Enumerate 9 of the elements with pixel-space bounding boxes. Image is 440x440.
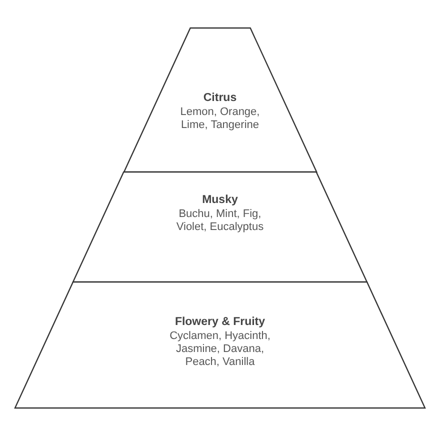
tier-heading: Citrus <box>203 92 237 105</box>
tier-description: Lemon, Orange, Lime, Tangerine <box>179 106 261 132</box>
tier-description: Cyclamen, Hyacinth, Jasmine, Davana, Peach, Vanilla <box>168 330 272 369</box>
pyramid-tier <box>73 172 367 282</box>
tier-heading: Musky <box>202 194 238 207</box>
pyramid-tier <box>15 282 425 408</box>
tier-heading: Flowery & Fruity <box>174 316 266 329</box>
pyramid-tier <box>124 28 316 172</box>
tier-description: Buchu, Mint, Fig, Violet, Eucalyptus <box>175 208 265 234</box>
